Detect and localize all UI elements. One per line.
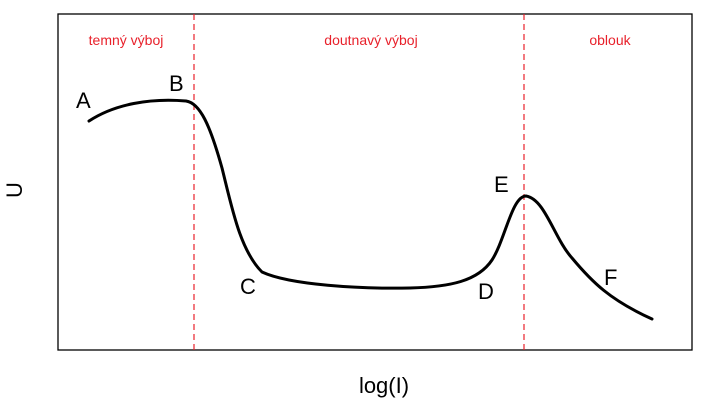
voltage-current-curve <box>87 98 654 321</box>
region-label-dark-discharge: temný výboj <box>89 32 164 48</box>
y-axis-label: U <box>2 182 27 198</box>
region-label-arc: oblouk <box>589 32 631 48</box>
x-axis-label: log(I) <box>359 373 409 398</box>
plot-frame <box>57 13 693 351</box>
point-label-d: D <box>478 279 494 304</box>
region-label-glow-discharge: doutnavý výboj <box>324 32 417 48</box>
point-label-a: A <box>76 88 91 113</box>
point-label-e: E <box>494 172 509 197</box>
point-label-f: F <box>604 265 617 290</box>
point-label-c: C <box>240 274 256 299</box>
point-label-b: B <box>169 71 184 96</box>
